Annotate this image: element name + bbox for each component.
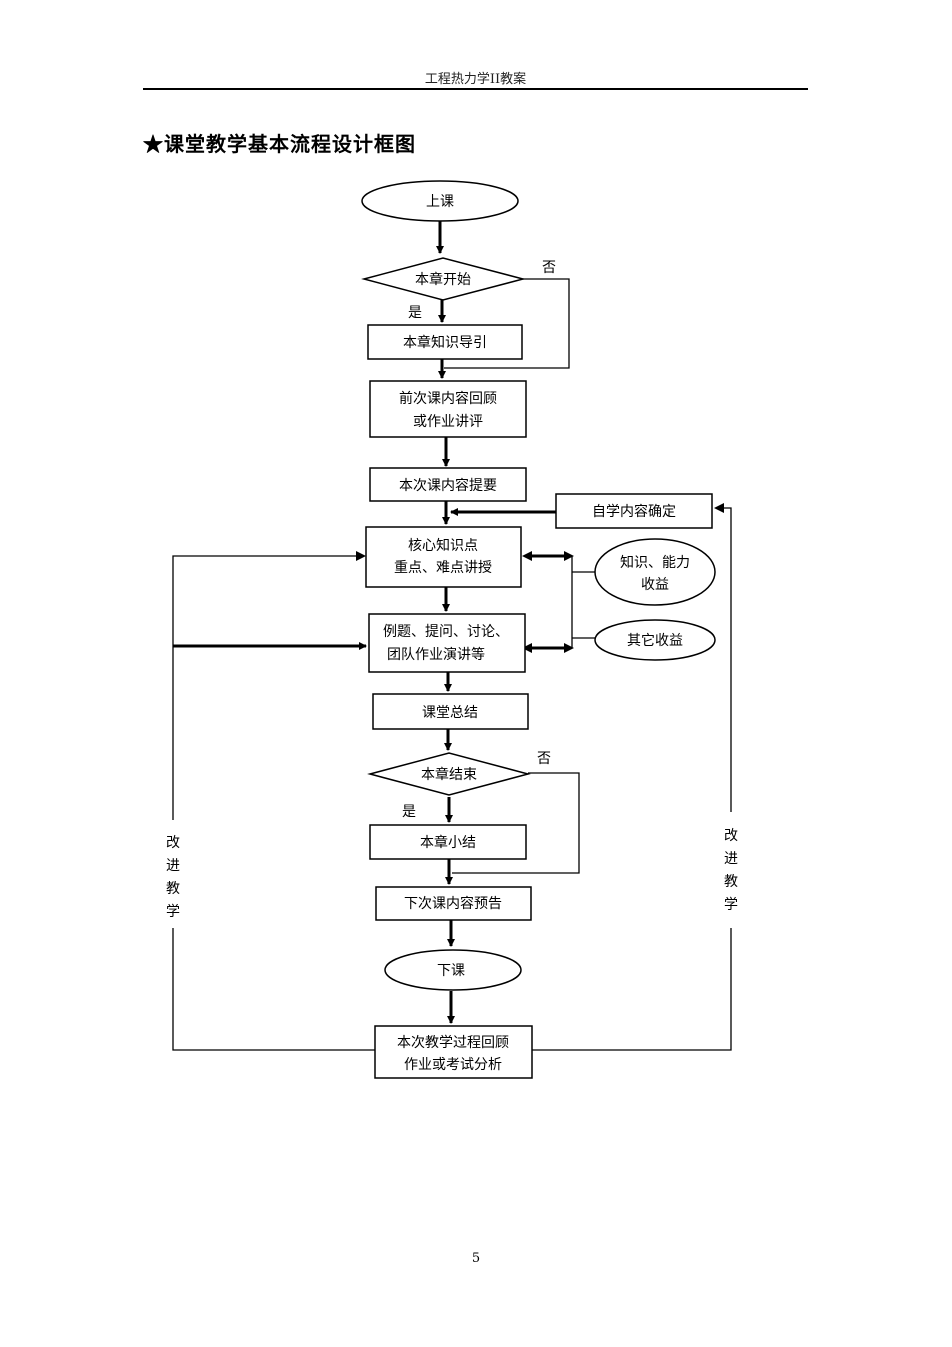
improve-left-4: 学 bbox=[166, 904, 180, 920]
benefit2-label: 其它收益 bbox=[627, 632, 683, 649]
preview-label: 下次课内容预告 bbox=[404, 895, 502, 912]
guide-label: 本章知识导引 bbox=[403, 334, 487, 351]
chapter-start-label: 本章开始 bbox=[415, 271, 471, 288]
chapter-summary-box bbox=[369, 824, 527, 860]
start-label: 上课 bbox=[426, 194, 454, 210]
improve-right-4: 学 bbox=[724, 897, 738, 913]
improve-left-3: 教 bbox=[166, 881, 180, 897]
start-terminal bbox=[361, 180, 519, 222]
improve-right-1: 改 bbox=[724, 828, 738, 844]
final-review-box bbox=[374, 1025, 533, 1079]
no-label-1: 否 bbox=[542, 260, 556, 276]
end-terminal bbox=[384, 949, 522, 991]
outline-box bbox=[369, 467, 527, 502]
final-review-label-2: 作业或考试分析 bbox=[404, 1057, 502, 1073]
page-header: 工程热力学II教案 bbox=[424, 72, 527, 87]
outline-label: 本次课内容提要 bbox=[399, 477, 497, 494]
end-label: 下课 bbox=[437, 963, 465, 979]
preview-box bbox=[375, 886, 532, 921]
improve-left-1: 改 bbox=[166, 835, 180, 851]
core-label-1: 核心知识点 bbox=[408, 537, 478, 554]
review-label-2: 或作业讲评 bbox=[413, 414, 483, 430]
examples-label-1: 例题、提问、讨论、 bbox=[383, 624, 509, 640]
yes-label-1: 是 bbox=[408, 305, 422, 321]
self-study-label: 自学内容确定 bbox=[592, 503, 676, 520]
improve-right-3: 教 bbox=[724, 874, 738, 890]
improve-right-2: 进 bbox=[724, 851, 738, 867]
self-study-box bbox=[555, 493, 713, 529]
chapter-end-label: 本章结束 bbox=[421, 766, 477, 783]
benefit1-label-1: 知识、能力 bbox=[620, 554, 690, 571]
no-label-2: 否 bbox=[537, 751, 551, 767]
header-rule bbox=[143, 88, 808, 90]
core-label-2: 重点、难点讲授 bbox=[394, 560, 492, 576]
chapter-start-decision bbox=[361, 257, 526, 301]
chapter-summary-label: 本章小结 bbox=[420, 834, 476, 851]
improve-left-2: 进 bbox=[166, 858, 180, 874]
examples-box bbox=[368, 613, 526, 673]
benefit1-label-2: 收益 bbox=[641, 577, 669, 593]
core-box bbox=[365, 526, 522, 588]
examples-label-2: 团队作业演讲等 bbox=[387, 646, 485, 663]
guide-box bbox=[367, 324, 523, 360]
summary-label: 课堂总结 bbox=[422, 705, 478, 721]
final-review-label-1: 本次教学过程回顾 bbox=[397, 1035, 509, 1051]
summary-box bbox=[372, 693, 529, 730]
page-number: 5 bbox=[471, 1251, 481, 1266]
review-box bbox=[369, 380, 527, 438]
benefit2-ellipse bbox=[594, 619, 716, 661]
benefit1-ellipse bbox=[594, 538, 716, 606]
review-label-1: 前次课内容回顾 bbox=[399, 390, 497, 407]
yes-label-2: 是 bbox=[402, 804, 416, 820]
section-heading: ★课堂教学基本流程设计框图 bbox=[143, 132, 416, 156]
chapter-end-decision bbox=[367, 752, 531, 796]
